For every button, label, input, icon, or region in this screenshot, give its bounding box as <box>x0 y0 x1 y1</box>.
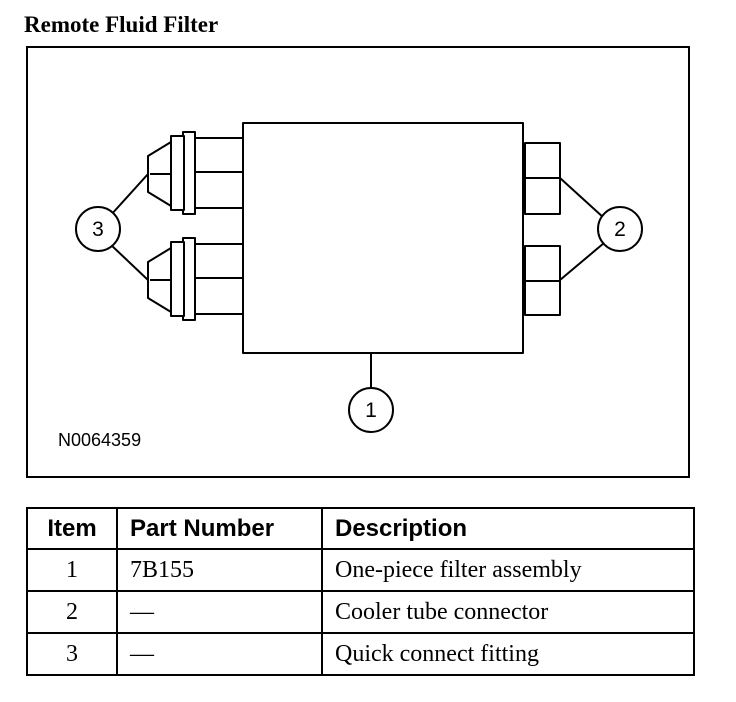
item-cell: 2 <box>26 590 118 634</box>
table-row: 2 — Cooler tube connector <box>26 590 695 634</box>
cooler-connector-bottom <box>524 245 561 316</box>
description-cell: One-piece filter assembly <box>321 548 695 592</box>
table-row: 1 7B155 One-piece filter assembly <box>26 548 695 592</box>
quick-fitting-bottom <box>147 237 244 321</box>
parts-table: Item Part Number Description 1 7B155 One… <box>26 507 695 676</box>
figure-code: N0064359 <box>58 430 142 450</box>
cooler-connector-top <box>524 142 561 215</box>
filter-body <box>242 122 524 354</box>
header-description: Description <box>321 507 695 550</box>
table-header-row: Item Part Number Description <box>26 507 695 550</box>
description-cell: Cooler tube connector <box>321 590 695 634</box>
page-title: Remote Fluid Filter <box>24 12 219 37</box>
item-cell: 3 <box>26 632 118 676</box>
filter-diagram: 1 2 3 N0064359 <box>26 46 690 478</box>
description-cell: Quick connect fitting <box>321 632 695 676</box>
part-number-cell: 7B155 <box>116 548 323 592</box>
part-number-cell: — <box>116 632 323 676</box>
item-cell: 1 <box>26 548 118 592</box>
callout-label-2: 2 <box>614 218 626 241</box>
table-row: 3 — Quick connect fitting <box>26 632 695 676</box>
quick-fitting-top <box>147 131 244 215</box>
header-item: Item <box>26 507 118 550</box>
header-part-number: Part Number <box>116 507 323 550</box>
callout-label-3: 3 <box>92 218 104 241</box>
callout-label-1: 1 <box>365 399 377 422</box>
callout-circle-1 <box>348 387 394 433</box>
callout-circle-2 <box>597 206 643 252</box>
callout-circle-3 <box>75 206 121 252</box>
filter-illustration: 1 2 3 <box>75 122 643 433</box>
part-number-cell: — <box>116 590 323 634</box>
